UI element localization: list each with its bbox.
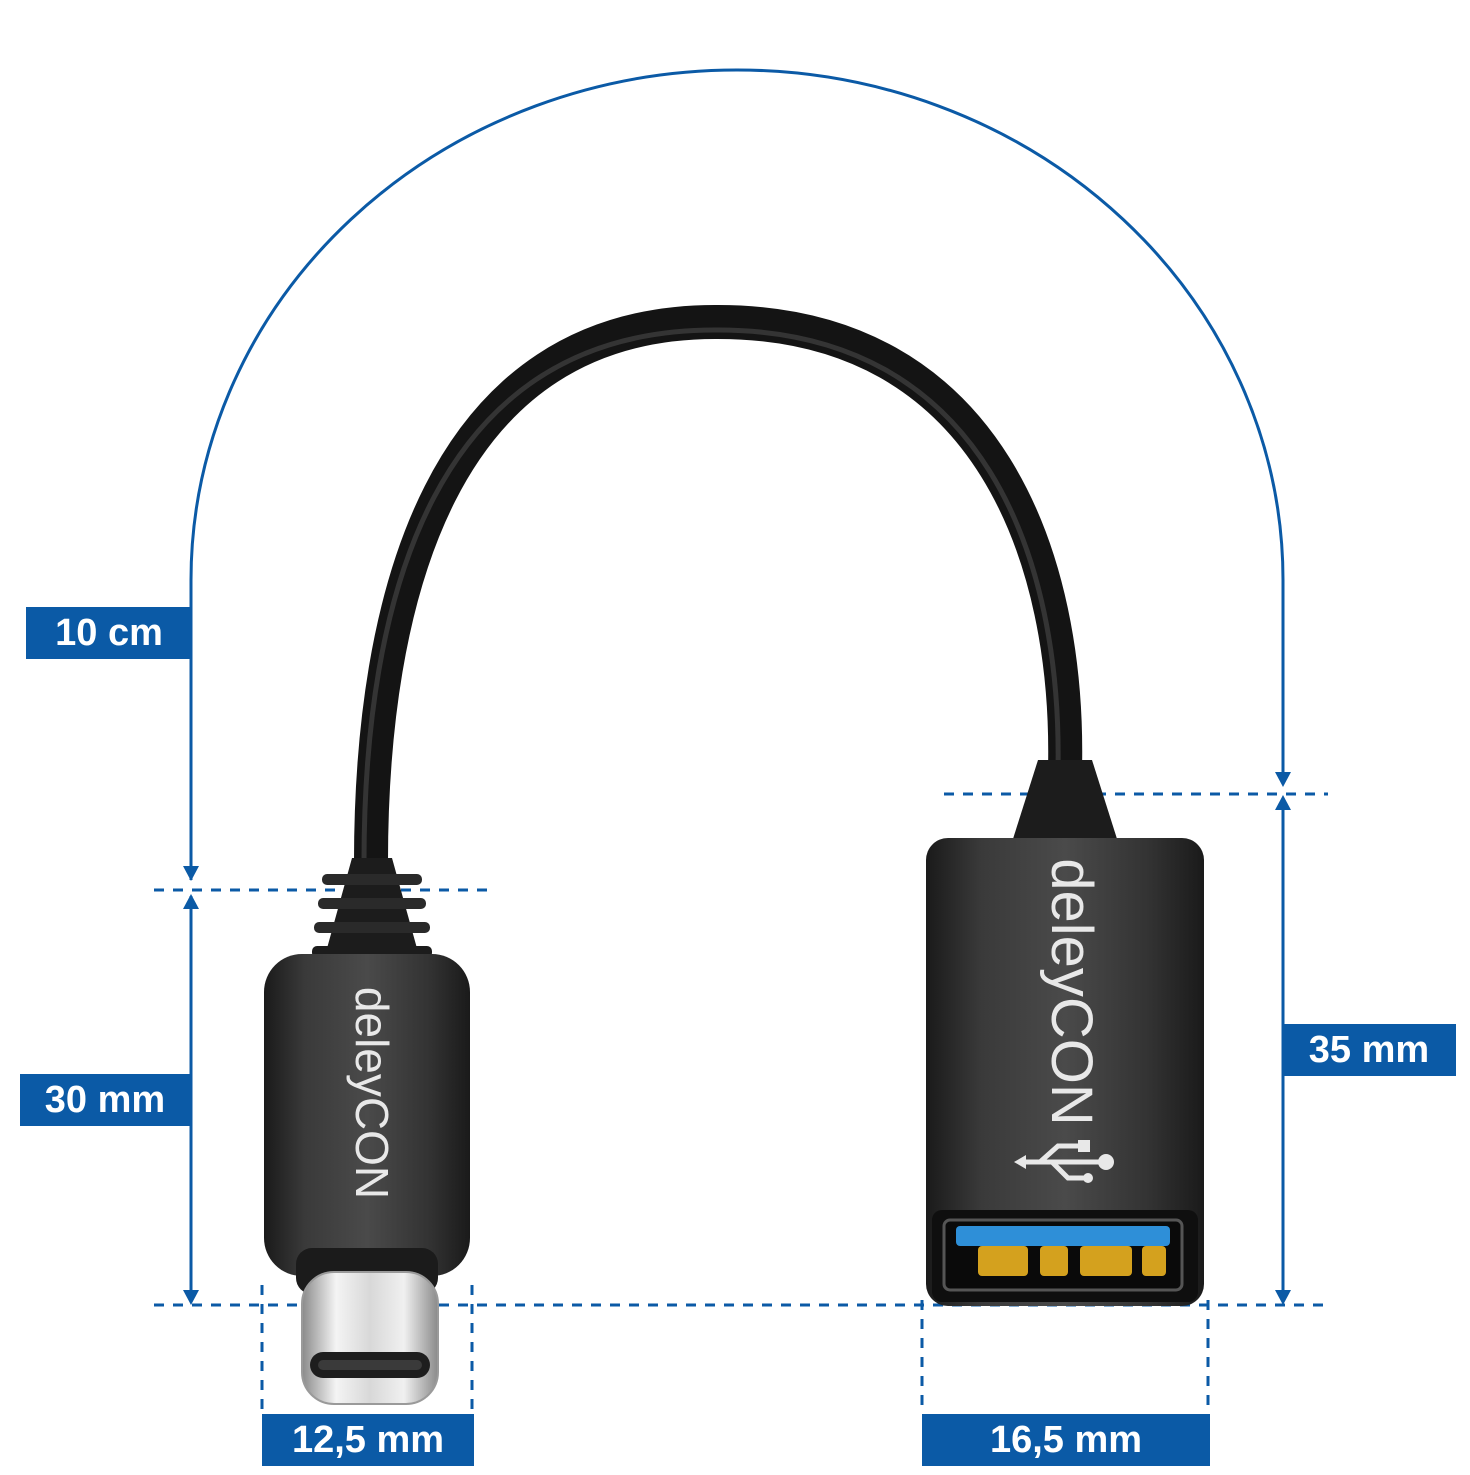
- usb-c-length-label: 30 mm: [20, 1074, 190, 1126]
- cable-length-label: 10 cm: [26, 607, 192, 659]
- arrow-head: [183, 1290, 199, 1305]
- usb-c-width-label: 12,5 mm: [262, 1414, 474, 1466]
- usb-symbol-icon: [1014, 1140, 1114, 1183]
- usb-a-length-label: 35 mm: [1282, 1024, 1456, 1076]
- arrow-head: [1275, 772, 1291, 787]
- cable: [353, 304, 1083, 885]
- arrow-head: [183, 894, 199, 909]
- cable-highlight: [361, 327, 1061, 871]
- usb-c-strain-relief: [312, 858, 432, 958]
- cable-length-arc: [189, 68, 1285, 880]
- usb-a-brand-text: deleyCON: [1039, 858, 1104, 1126]
- arrow-head: [1275, 1290, 1291, 1305]
- usb-a-width-label: 16,5 mm: [922, 1414, 1210, 1466]
- arrow-head: [183, 866, 199, 881]
- usb-c-brand-text: deleyCON: [346, 987, 398, 1199]
- usb-a-strain-relief: [1012, 760, 1118, 842]
- usb-c-plug: [301, 1271, 439, 1405]
- arrow-head: [1275, 795, 1291, 810]
- usb-a-port: [942, 1218, 1184, 1292]
